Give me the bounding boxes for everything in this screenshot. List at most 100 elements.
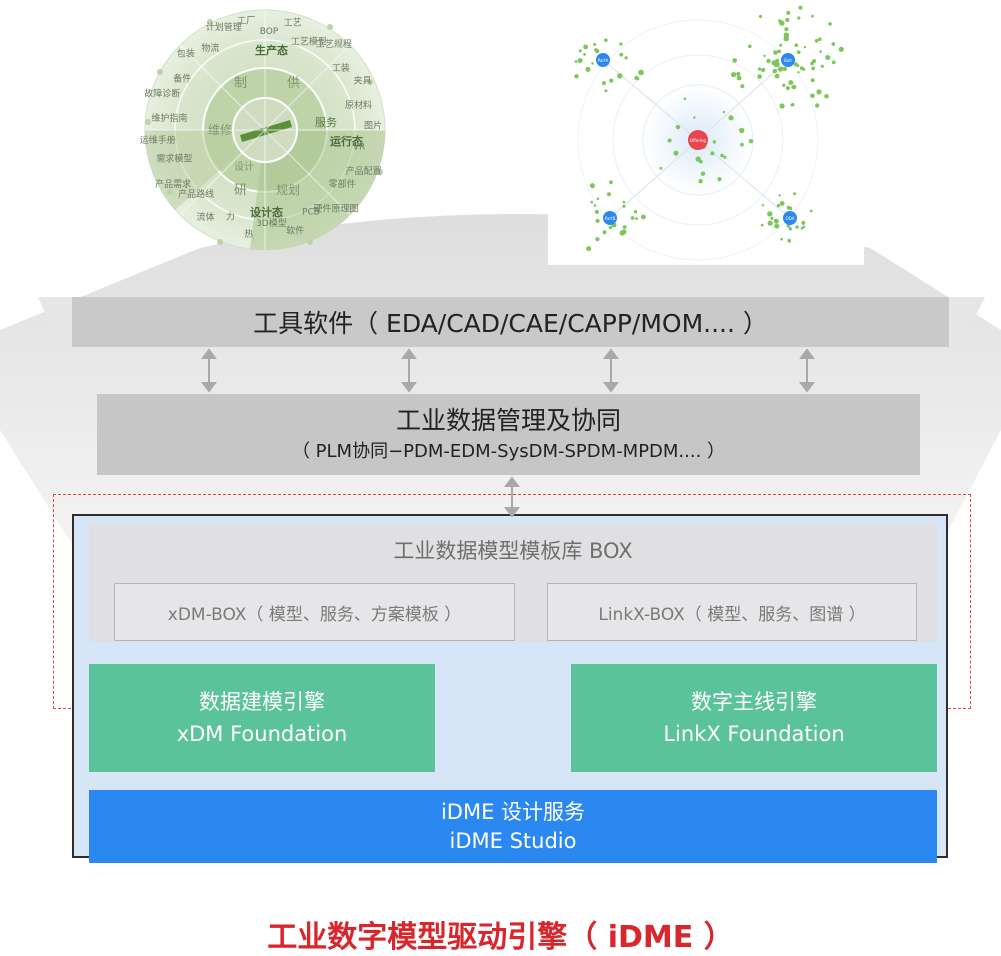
- graph-dot: [810, 93, 815, 99]
- graph-dot: [757, 74, 762, 79]
- graph-dot: [784, 27, 789, 32]
- graph-dot: [774, 61, 780, 68]
- graph-dot: [794, 43, 798, 47]
- linkx-foundation-en: LinkX Foundation: [663, 722, 845, 746]
- wheel-stage-production: 生产态: [255, 43, 288, 57]
- graph-dot: [785, 17, 790, 23]
- graph-node-label-1: PartA: [598, 58, 609, 63]
- graph-dot: [761, 67, 766, 73]
- wheel-label: 产品配置: [346, 165, 382, 177]
- graph-dot: [831, 60, 836, 65]
- graph-dot: [722, 110, 726, 114]
- graph-dot: [797, 71, 800, 74]
- graph-dot: [740, 84, 745, 89]
- graph-dot: [782, 66, 785, 70]
- graph-dot: [659, 166, 663, 170]
- wheel-label: 维护指南: [151, 112, 187, 124]
- wheel-label: 工艺模型: [291, 37, 327, 48]
- linkx-foundation-block: 数字主线引擎 LinkX Foundation: [571, 664, 937, 772]
- graph-dot: [624, 56, 628, 60]
- double-arrow-icon: [603, 348, 619, 393]
- xdm-foundation-block: 数据建模引擎 xDM Foundation: [89, 664, 435, 772]
- graph-dot: [791, 103, 795, 107]
- idme-studio-en: iDME Studio: [449, 828, 577, 853]
- graph-dot: [820, 64, 824, 68]
- graph-dot: [801, 220, 806, 225]
- graph-node-label-2: Bolt: [784, 58, 792, 63]
- graph-dot: [787, 238, 792, 243]
- xdm-box-label: xDM-BOX（ 模型、服务、方案模板 ）: [167, 604, 462, 625]
- graph-dot: [683, 97, 687, 101]
- graph-dot: [824, 94, 829, 99]
- graph-dot: [816, 89, 822, 95]
- graph-dot: [785, 86, 790, 91]
- graph-dot: [802, 68, 806, 71]
- graph-dot: [819, 50, 822, 53]
- graph-dot: [774, 73, 780, 79]
- graph-dot: [810, 78, 815, 83]
- wheel-seg-research: 研: [234, 183, 247, 198]
- graph-dot: [795, 225, 799, 229]
- graph-dot: [731, 72, 737, 78]
- graph-dot: [788, 206, 793, 211]
- wheel-label: 包装: [177, 48, 195, 60]
- graph-dot: [814, 103, 820, 108]
- graph-dot: [712, 140, 716, 144]
- double-arrow-icon: [799, 348, 815, 393]
- data-management-layer: 工业数据管理及协同 （ PLM协同−PDM-EDM-SysDM-SPDM-MPD…: [97, 394, 920, 475]
- idme-studio-cn: iDME 设计服务: [440, 799, 586, 824]
- graph-dot: [609, 180, 613, 185]
- wheel-seg-make: 制: [234, 76, 247, 91]
- layer-connector-arrows: [201, 348, 815, 393]
- wheel-label: 运维手册: [140, 134, 176, 146]
- wheel-label: 工厂: [237, 16, 255, 27]
- graph-dot: [698, 179, 703, 184]
- graph-dot: [791, 85, 794, 89]
- data-management-subtitle: （ PLM协同−PDM-EDM-SysDM-SPDM-MPDM.... ）: [291, 440, 726, 462]
- wheel-label: 软件: [286, 225, 304, 237]
- graph-dot: [763, 54, 766, 58]
- wheel-label: 需求模型: [156, 153, 192, 165]
- graph-dot: [635, 217, 638, 221]
- graph-dot: [757, 67, 762, 71]
- wheel-label: VR: [353, 143, 365, 153]
- graph-dot: [779, 201, 785, 206]
- graph-dot: [667, 138, 672, 143]
- graph-dot: [700, 171, 706, 176]
- graph-dot: [607, 192, 611, 197]
- graph-dot: [811, 59, 817, 64]
- graph-dot: [736, 71, 741, 77]
- graph-dot: [732, 58, 737, 63]
- graph-dot: [766, 58, 771, 64]
- graph-dot: [695, 156, 701, 162]
- graph-dot: [720, 153, 724, 158]
- graph-dot: [591, 62, 594, 65]
- graph-dot: [601, 81, 606, 86]
- graph-dot: [779, 20, 785, 26]
- wheel-label: 工装: [332, 62, 350, 74]
- graph-dot: [748, 44, 752, 49]
- graph-dot: [638, 69, 644, 76]
- xdm-box-template: xDM-BOX（ 模型、服务、方案模板 ）: [114, 583, 515, 641]
- graph-dot: [728, 115, 734, 121]
- idme-engine-title: 工业数字模型驱动引擎（ iDME ）: [267, 920, 734, 955]
- wheel-seg-plan: 规划: [276, 182, 300, 197]
- graph-dot: [777, 49, 781, 54]
- wheel-seg-maintain: 维修: [208, 122, 232, 137]
- graph-dot: [777, 66, 784, 72]
- graph-dot: [809, 209, 813, 213]
- wheel-label: 硬件原理图: [313, 203, 358, 215]
- graph-dot: [760, 223, 764, 227]
- graph-dot: [786, 10, 791, 15]
- graph-dot: [797, 16, 801, 20]
- graph-dot: [630, 216, 635, 220]
- graph-dot: [594, 48, 598, 52]
- graph-dot: [574, 60, 578, 63]
- graph-dot: [619, 52, 624, 57]
- graph-dot: [593, 204, 597, 207]
- wheel-label: 计划管理: [206, 21, 242, 33]
- graph-dot: [593, 43, 597, 46]
- graph-dot: [818, 37, 822, 41]
- graph-node-label-3: PartB: [605, 216, 616, 221]
- graph-dot: [758, 14, 763, 19]
